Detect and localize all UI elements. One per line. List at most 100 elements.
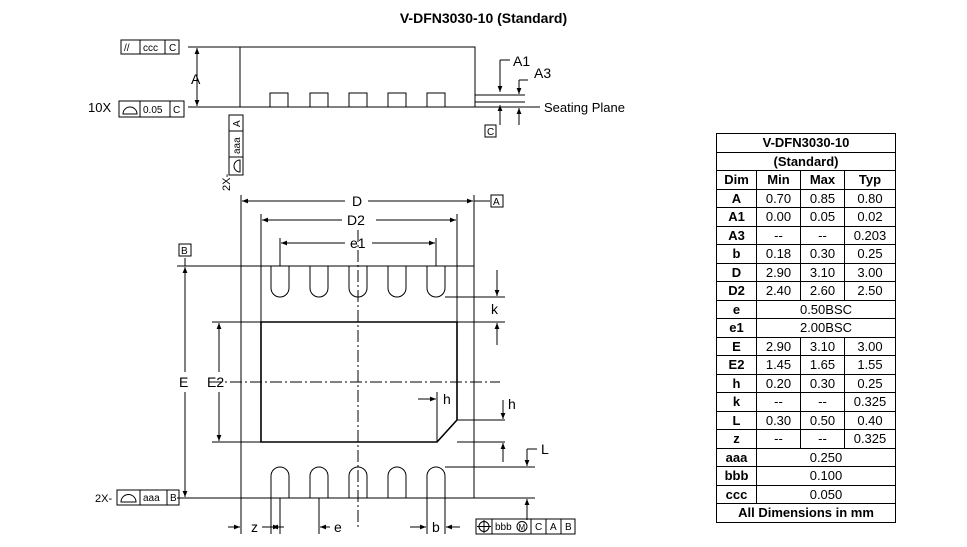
table-footer: All Dimensions in mm (716, 503, 896, 523)
table-cell-min: 2.90 (756, 262, 801, 282)
package-body-side (239, 46, 476, 108)
table-cell-typ: 0.325 (844, 392, 896, 412)
svg-text:aaa: aaa (232, 137, 243, 154)
table-cell-max: 1.65 (800, 355, 845, 375)
table-cell-dim: E2 (716, 355, 757, 375)
dim-label-e: e (334, 519, 342, 535)
table-cell-dim: ccc (716, 484, 757, 504)
table-cell-typ: 3.00 (844, 336, 896, 356)
svg-text:B: B (181, 246, 188, 257)
dim-label-D2: D2 (347, 212, 365, 228)
svg-text:ccc: ccc (143, 43, 158, 54)
table-cell-value: 2.00BSC (756, 318, 896, 338)
svg-text:2X-: 2X- (95, 493, 112, 505)
table-cell-typ: 0.80 (844, 188, 896, 208)
table-cell-value: 0.100 (756, 466, 896, 486)
table-cell-dim: k (716, 392, 757, 412)
svg-text:0.05: 0.05 (143, 105, 163, 116)
table-cell-typ: 0.25 (844, 373, 896, 393)
svg-text:M: M (519, 523, 526, 532)
table-header-typ: Typ (844, 170, 896, 190)
svg-text:bbb: bbb (495, 522, 512, 533)
surface-profile-icon (122, 106, 138, 115)
surface-profile-icon (120, 494, 137, 503)
table-cell-typ: 0.02 (844, 207, 896, 227)
svg-text:A: A (550, 522, 557, 533)
seating-plane-label: Seating Plane (544, 100, 625, 115)
side-view (188, 46, 540, 125)
table-header-row: Dim Min Max Typ (716, 170, 896, 190)
table-cell-dim: E (716, 336, 757, 356)
table-cell-value: 0.050 (756, 484, 896, 504)
datum-c-box: C (484, 124, 497, 138)
table-header-min: Min (756, 170, 801, 190)
parallelism-icon: // (124, 43, 130, 54)
table-cell-dim: e (716, 299, 757, 319)
table-cell-min: -- (756, 392, 801, 412)
mmc-modifier-icon (516, 521, 528, 532)
fcf-position-leads: bbb M C A B (475, 518, 576, 535)
svg-text:C: C (535, 522, 542, 533)
table-cell-dim: bbb (716, 466, 757, 486)
dim-label-h-vertical: h (508, 396, 516, 412)
table-cell-dim: L (716, 410, 757, 430)
table-row: z----0.325 (716, 429, 896, 449)
dimension-table: V-DFN3030-10 (Standard) Dim Min Max Typ … (716, 133, 896, 523)
svg-text:aaa: aaa (143, 493, 160, 504)
table-cell-typ: 1.55 (844, 355, 896, 375)
svg-text:A: A (232, 120, 243, 127)
drawing-title: V-DFN3030-10 (Standard) (399, 10, 568, 26)
table-cell-dim: A3 (716, 225, 757, 245)
dim-label-A1: A1 (513, 53, 530, 69)
exposed-pad (260, 321, 458, 443)
table-cell-max: 0.05 (800, 207, 845, 227)
table-cell-min: 2.90 (756, 336, 801, 356)
dim-label-E: E (179, 374, 188, 390)
table-cell-dim: D2 (716, 281, 757, 301)
svg-text:B: B (170, 493, 177, 504)
table-header-max: Max (800, 170, 845, 190)
table-cell-typ: 0.25 (844, 244, 896, 264)
table-cell-min: 0.30 (756, 410, 801, 430)
table-header-dim: Dim (716, 170, 757, 190)
table-cell-typ: 0.203 (844, 225, 896, 245)
table-cell-value: 0.250 (756, 447, 896, 467)
svg-text:C: C (487, 127, 494, 138)
table-cell-min: 0.18 (756, 244, 801, 264)
table-cell-max: -- (800, 225, 845, 245)
dim-label-z: z (251, 519, 258, 535)
dim-label-A3: A3 (534, 65, 551, 81)
table-title-line2: (Standard) (716, 151, 896, 171)
table-cell-min: -- (756, 225, 801, 245)
svg-text:B: B (565, 522, 572, 533)
dim-label-e1: e1 (350, 235, 366, 251)
table-cell-min: 0.70 (756, 188, 801, 208)
table-cell-max: -- (800, 429, 845, 449)
dim-label-A: A (191, 71, 201, 87)
center-lines (210, 230, 500, 530)
table-title-line1: V-DFN3030-10 (716, 133, 896, 153)
table-row: k----0.325 (716, 392, 896, 412)
table-cell-value: 0.50BSC (756, 299, 896, 319)
table-cell-dim: D (716, 262, 757, 282)
table-cell-max: 0.50 (800, 410, 845, 430)
table-cell-min: -- (756, 429, 801, 449)
svg-text:2X-: 2X- (221, 174, 233, 191)
side-view-leads (269, 92, 446, 108)
table-cell-min: 2.40 (756, 281, 801, 301)
table-cell-dim: b (716, 244, 757, 264)
position-icon (477, 520, 491, 533)
dim-label-L: L (541, 441, 549, 457)
bottom-view (177, 195, 537, 534)
surface-profile-icon (233, 159, 241, 173)
table-cell-max: 3.10 (800, 262, 845, 282)
